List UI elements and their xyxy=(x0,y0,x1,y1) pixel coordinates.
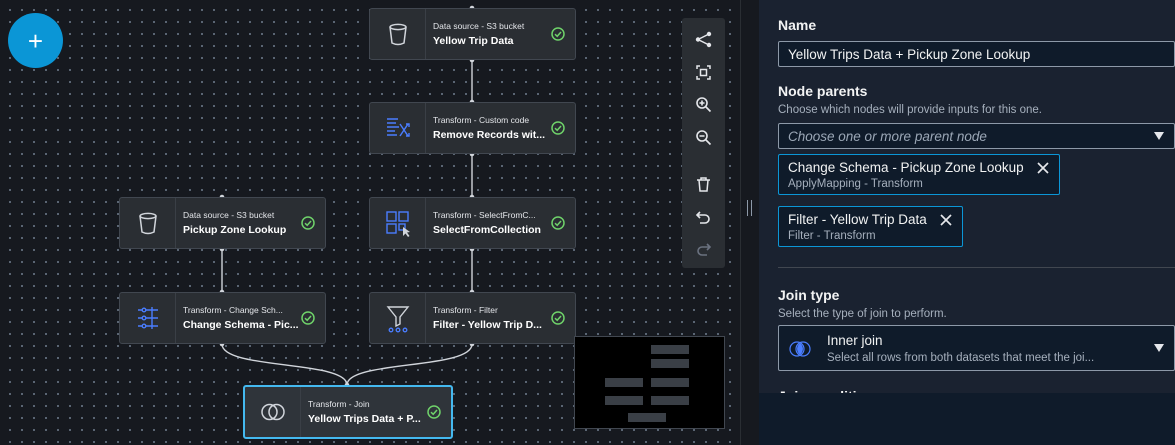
node-title: Filter - Yellow Trip D... xyxy=(433,319,542,331)
zoom-in-icon xyxy=(696,97,712,113)
name-input[interactable]: Yellow Trips Data + Pickup Zone Lookup xyxy=(778,41,1175,67)
token-subtitle: ApplyMapping - Transform xyxy=(788,178,923,190)
edge-filter-join xyxy=(346,343,473,386)
token-subtitle: Filter - Transform xyxy=(788,230,876,242)
node-kind: Data source - S3 bucket xyxy=(433,21,525,31)
bucket-icon xyxy=(138,212,157,235)
close-icon[interactable] xyxy=(939,213,953,227)
join-type-label: Join type xyxy=(778,287,840,303)
name-label: Name xyxy=(778,17,817,33)
delete-button[interactable] xyxy=(689,170,719,199)
add-node-button[interactable]: + xyxy=(8,13,63,68)
node-change-schema[interactable]: Transform - Change Sch... Change Schema -… xyxy=(119,292,326,344)
parent-token-change-schema: Change Schema - Pickup Zone Lookup Apply… xyxy=(778,154,1060,195)
join-type-description: Select the type of join to perform. xyxy=(778,308,947,320)
join-type-value-description: Select all rows from both datasets that … xyxy=(827,352,1095,364)
redo-icon xyxy=(697,243,712,257)
undo-button[interactable] xyxy=(689,203,719,232)
node-parents-description: Choose which nodes will provide inputs f… xyxy=(778,104,1043,116)
check-icon xyxy=(551,311,565,325)
select-collection-icon xyxy=(385,211,410,237)
node-select-from-collection[interactable]: Transform - SelectFromC... SelectFromColl… xyxy=(369,197,576,249)
zoom-out-icon xyxy=(696,130,712,146)
zoom-out-button[interactable] xyxy=(689,123,719,152)
edge-schema-join xyxy=(221,343,348,386)
check-icon xyxy=(301,216,315,230)
join-type-select[interactable]: Inner join Select all rows from both dat… xyxy=(778,325,1175,371)
node-title: Yellow Trip Data xyxy=(433,35,514,47)
check-icon xyxy=(301,311,315,325)
undo-icon xyxy=(695,211,710,224)
layout-button[interactable] xyxy=(689,25,719,54)
node-title: Remove Records wit... xyxy=(433,129,546,141)
node-kind: Transform - Filter xyxy=(433,305,498,315)
minimap[interactable] xyxy=(574,336,725,429)
node-kind: Transform - SelectFromC... xyxy=(433,210,536,220)
chevron-down-icon xyxy=(1154,344,1164,352)
check-icon xyxy=(551,27,565,41)
fit-view-icon xyxy=(696,64,711,80)
change-schema-icon xyxy=(137,307,158,329)
layout-icon xyxy=(695,31,712,48)
delete-icon xyxy=(697,177,710,192)
node-parents-placeholder: Choose one or more parent node xyxy=(788,128,987,144)
check-icon xyxy=(551,216,565,230)
join-icon xyxy=(260,403,285,421)
parent-token-filter: Filter - Yellow Trip Data Filter - Trans… xyxy=(778,206,963,247)
inner-join-icon xyxy=(789,341,811,357)
zoom-in-button[interactable] xyxy=(689,90,719,119)
node-kind: Transform - Change Sch... xyxy=(183,305,283,315)
panel-resize-handle[interactable] xyxy=(740,0,759,445)
node-parents-label: Node parents xyxy=(778,83,868,99)
bucket-icon xyxy=(388,23,407,46)
fit-view-button[interactable] xyxy=(689,58,719,87)
node-kind: Transform - Custom code xyxy=(433,115,530,125)
redo-button[interactable] xyxy=(689,235,719,264)
close-icon[interactable] xyxy=(1036,161,1050,175)
join-type-value: Inner join xyxy=(827,333,883,348)
panel-footer-area xyxy=(759,393,1175,445)
node-kind: Data source - S3 bucket xyxy=(183,210,275,220)
node-title: Change Schema - Pic... xyxy=(183,319,299,331)
node-properties-panel: Name Yellow Trips Data + Pickup Zone Loo… xyxy=(759,0,1175,445)
token-title: Filter - Yellow Trip Data xyxy=(788,212,927,227)
token-title: Change Schema - Pickup Zone Lookup xyxy=(788,160,1024,175)
node-parents-select[interactable]: Choose one or more parent node xyxy=(778,123,1175,149)
check-icon xyxy=(427,405,441,419)
chevron-down-icon xyxy=(1154,132,1164,140)
node-title: SelectFromCollection xyxy=(433,224,541,236)
custom-code-icon xyxy=(386,118,410,137)
node-title: Pickup Zone Lookup xyxy=(183,224,287,236)
canvas-toolbar xyxy=(682,18,725,268)
section-divider xyxy=(778,267,1175,268)
node-title: Yellow Trips Data + P... xyxy=(308,413,421,425)
grip-icon xyxy=(747,200,752,216)
filter-icon xyxy=(386,306,409,333)
check-icon xyxy=(551,121,565,135)
node-kind: Transform - Join xyxy=(308,399,370,409)
